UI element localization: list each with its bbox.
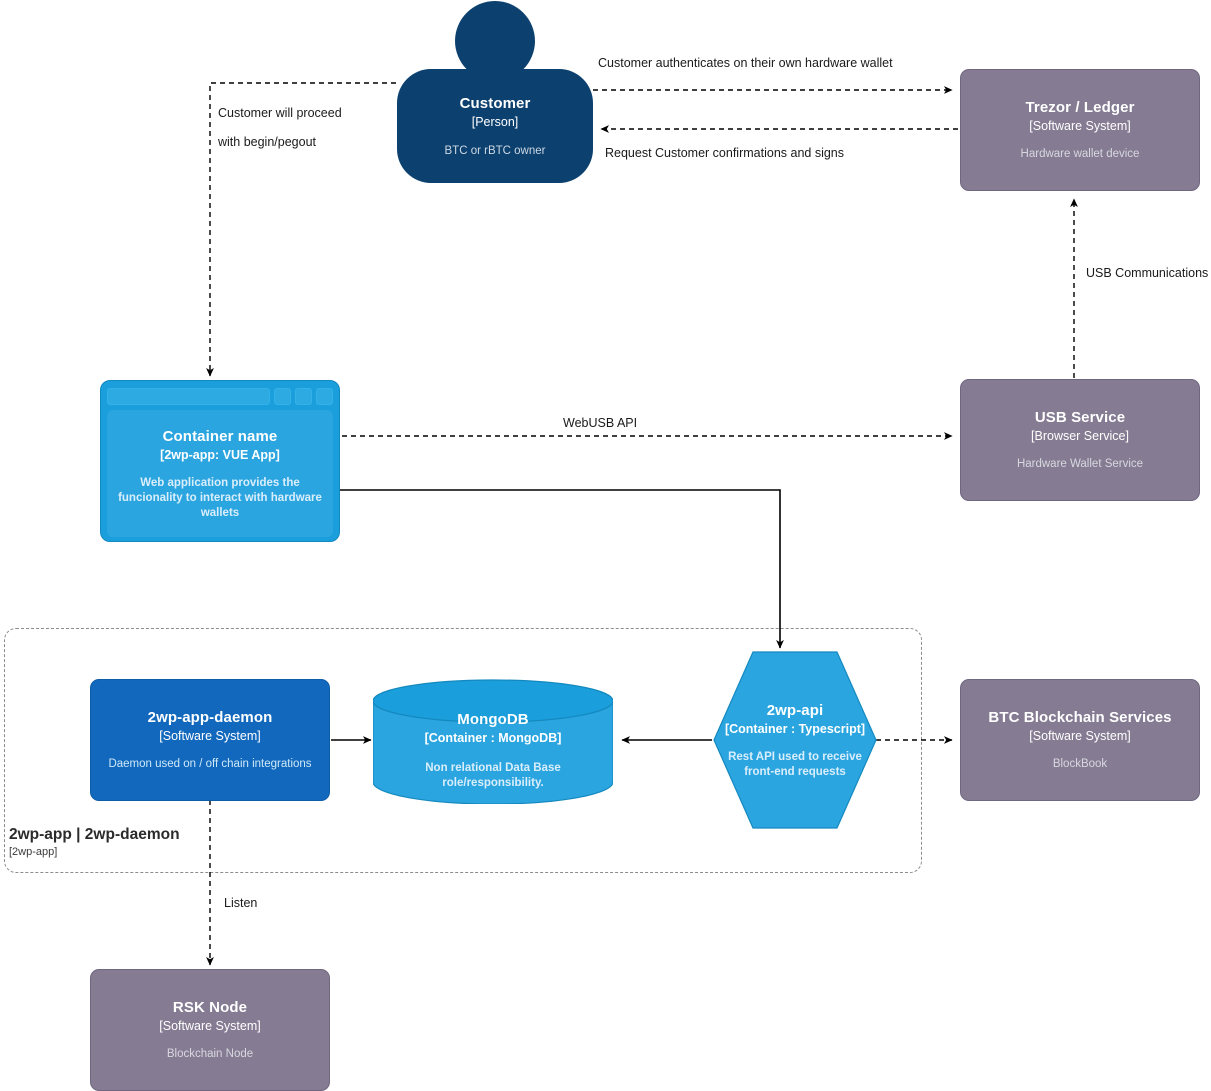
twp-api-name: 2wp-api [766,701,824,719]
btc-blockchain-tech: [Software System] [1029,729,1131,743]
system-boundary-2wp-app [4,628,922,873]
twp-api-text-block: 2wp-api [Container : Typescript] Rest AP… [712,650,878,830]
browser-content-area: Container name [2wp-app: VUE App] Web ap… [107,410,333,537]
daemon-description: Daemon used on / off chain integrations [108,758,312,770]
browser-maximize-icon[interactable] [295,388,312,405]
node-2wp-app-daemon[interactable]: 2wp-app-daemon [Software System] Daemon … [90,679,330,801]
edge-label-customer-to-vue-app-line2: with begin/pegout [218,135,316,149]
edge-label-usb-communications: USB Communications [1086,266,1209,280]
usb-service-name: USB Service [1034,409,1126,426]
customer-tech: [Person] [471,114,519,129]
browser-title-bar [107,387,333,406]
rsk-node-description: Blockchain Node [166,1048,254,1060]
usb-service-tech: [Browser Service] [1031,429,1129,443]
browser-address-bar[interactable] [107,388,270,405]
mongodb-text-block: MongoDB [Container : MongoDB] Non relati… [373,705,613,796]
customer-description: BTC or rBTC owner [444,144,546,157]
boundary-tech: [2wp-app] [9,846,58,858]
vue-app-description: Web application provides the funcionalit… [118,476,322,519]
twp-api-tech: [Container : Typescript] [724,721,866,736]
edge-label-listen: Listen [224,896,258,910]
node-mongodb[interactable]: MongoDB [Container : MongoDB] Non relati… [373,679,613,804]
edge-label-customer-to-trezor: Customer authenticates on their own hard… [598,56,893,70]
daemon-name: 2wp-app-daemon [147,709,273,726]
btc-blockchain-name: BTC Blockchain Services [988,709,1172,726]
customer-name: Customer [459,94,531,112]
trezor-ledger-tech: [Software System] [1029,119,1131,133]
vue-app-name: Container name [162,427,278,445]
hexagon-shape [713,651,877,829]
rsk-node-name: RSK Node [172,999,248,1016]
node-vue-app[interactable]: Container name [2wp-app: VUE App] Web ap… [100,380,340,542]
edge-label-customer-to-vue-app-line1: Customer will proceed [218,106,342,120]
daemon-tech: [Software System] [159,729,261,743]
node-usb-service[interactable]: USB Service [Browser Service] Hardware W… [960,379,1200,501]
btc-blockchain-description: BlockBook [1052,758,1108,770]
vue-app-tech: [2wp-app: VUE App] [160,447,280,462]
edge-label-webusb-api: WebUSB API [563,416,638,430]
cylinder-shape [373,679,613,804]
trezor-ledger-name: Trezor / Ledger [1025,99,1135,116]
browser-close-icon[interactable] [316,388,333,405]
node-trezor-ledger[interactable]: Trezor / Ledger [Software System] Hardwa… [960,69,1200,191]
edge-label-trezor-to-customer: Request Customer confirmations and signs [605,146,845,160]
customer-text-block: Customer [Person] BTC or rBTC owner [397,69,593,183]
system-boundary-label: 2wp-app | 2wp-daemon [2wp-app] [9,825,180,860]
person-body-shape [397,69,593,183]
browser-minimize-icon[interactable] [274,388,291,405]
mongodb-name: MongoDB [457,711,529,728]
rsk-node-tech: [Software System] [159,1019,261,1033]
boundary-name: 2wp-app | 2wp-daemon [9,826,180,843]
node-customer[interactable]: Customer [Person] BTC or rBTC owner [397,1,593,183]
edge-vue-app-to-twp-api [340,489,784,649]
mongodb-tech: [Container : MongoDB] [424,731,562,745]
trezor-ledger-description: Hardware wallet device [1020,148,1140,160]
node-2wp-api[interactable]: 2wp-api [Container : Typescript] Rest AP… [712,650,878,830]
edge-customer-to-vue-app [206,82,396,377]
person-head-icon [455,1,535,81]
node-rsk-node[interactable]: RSK Node [Software System] Blockchain No… [90,969,330,1091]
twp-api-description: Rest API used to receive front-end reque… [728,750,862,778]
usb-service-description: Hardware Wallet Service [1016,458,1144,470]
node-btc-blockchain-services[interactable]: BTC Blockchain Services [Software System… [960,679,1200,801]
mongodb-description: Non relational Data Base role/responsibi… [425,762,561,789]
